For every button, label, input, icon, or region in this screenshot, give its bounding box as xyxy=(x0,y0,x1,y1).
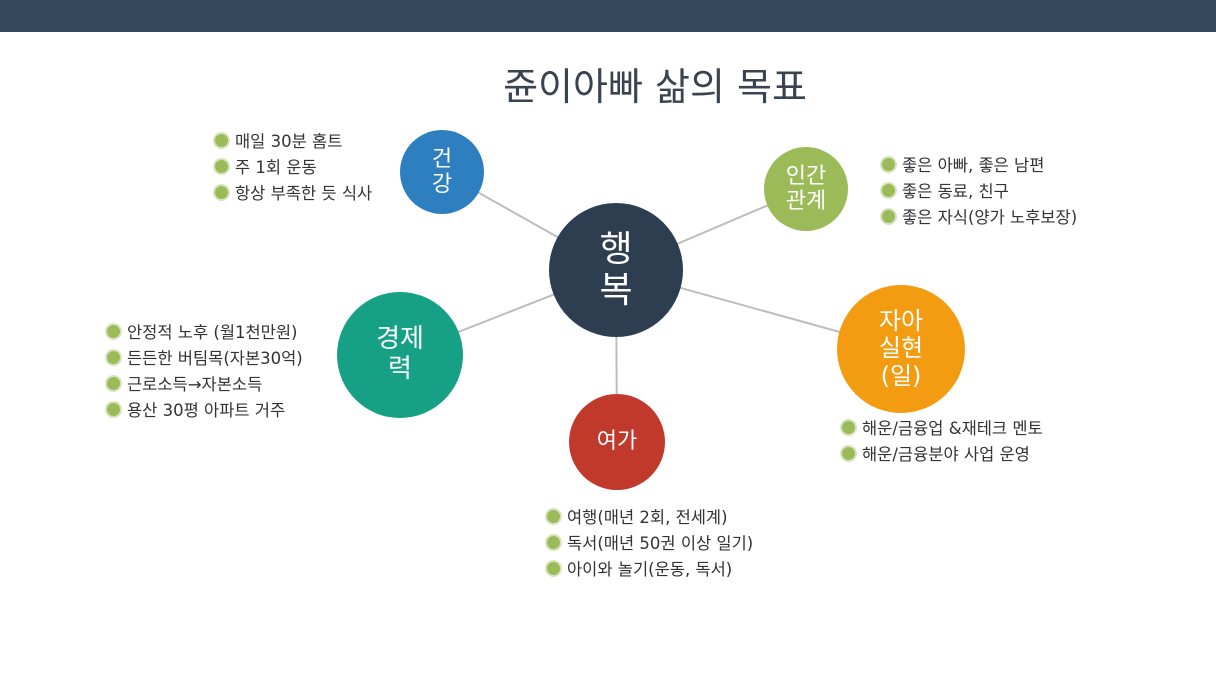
bullet-icon xyxy=(215,159,228,173)
bullet-icon xyxy=(842,446,855,460)
list-item: 좋은 자식(양가 노후보장) xyxy=(882,203,1077,229)
center-node-happiness: 행 복 xyxy=(549,203,683,337)
bullet-icon xyxy=(882,209,895,223)
bullet-icon xyxy=(547,561,560,575)
bullet-icon xyxy=(882,157,895,171)
list-item: 근로소득→자본소득 xyxy=(107,370,303,396)
node-health: 건 강 xyxy=(400,130,484,214)
bullet-icon xyxy=(107,376,120,390)
bullet-icon xyxy=(215,133,228,147)
list-item: 해운/금융분야 사업 운영 xyxy=(842,440,1043,466)
bullet-icon xyxy=(547,509,560,523)
relations-list: 좋은 아빠, 좋은 남편 좋은 동료, 친구 좋은 자식(양가 노후보장) xyxy=(882,151,1077,229)
list-item: 좋은 동료, 친구 xyxy=(882,177,1077,203)
node-relations: 인간 관계 xyxy=(764,147,848,231)
bullet-icon xyxy=(882,183,895,197)
self-realization-list: 해운/금융업 &재테크 멘토 해운/금융분야 사업 운영 xyxy=(842,414,1043,466)
bullet-icon xyxy=(215,185,228,199)
top-bar xyxy=(0,0,1216,32)
list-item: 좋은 아빠, 좋은 남편 xyxy=(882,151,1077,177)
node-self-realization: 자아 실현 (일) xyxy=(837,285,965,413)
list-item: 항상 부족한 듯 식사 xyxy=(215,179,372,205)
list-item: 안정적 노후 (월1천만원) xyxy=(107,318,303,344)
node-economy: 경제 력 xyxy=(337,292,463,418)
bullet-icon xyxy=(842,420,855,434)
list-item: 여행(매년 2회, 전세계) xyxy=(547,503,753,529)
list-item: 든든한 버팀목(자본30억) xyxy=(107,344,303,370)
leisure-list: 여행(매년 2회, 전세계) 독서(매년 50권 이상 일기) 아이와 놀기(운… xyxy=(547,503,753,581)
bullet-icon xyxy=(547,535,560,549)
list-item: 주 1회 운동 xyxy=(215,153,372,179)
bullet-icon xyxy=(107,350,120,364)
node-leisure: 여가 xyxy=(569,394,665,490)
list-item: 독서(매년 50권 이상 일기) xyxy=(547,529,753,555)
list-item: 아이와 놀기(운동, 독서) xyxy=(547,555,753,581)
list-item: 용산 30평 아파트 거주 xyxy=(107,396,303,422)
health-list: 매일 30분 홈트 주 1회 운동 항상 부족한 듯 식사 xyxy=(215,127,372,205)
list-item: 해운/금융업 &재테크 멘토 xyxy=(842,414,1043,440)
economy-list: 안정적 노후 (월1천만원) 든든한 버팀목(자본30억) 근로소득→자본소득 … xyxy=(107,318,303,422)
page-title: 쥰이아빠 삶의 목표 xyxy=(503,65,807,109)
list-item: 매일 30분 홈트 xyxy=(215,127,372,153)
bullet-icon xyxy=(107,402,120,416)
bullet-icon xyxy=(107,324,120,338)
